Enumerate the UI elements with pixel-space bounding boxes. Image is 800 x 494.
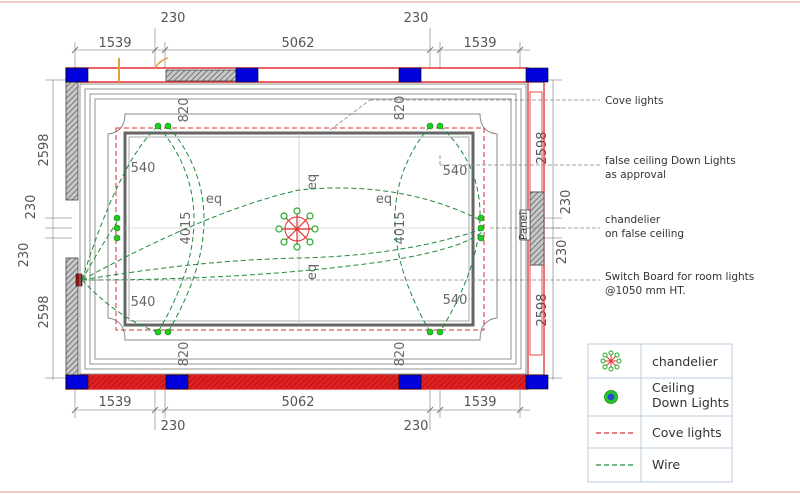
note-leaders <box>82 99 600 281</box>
inner-top-label-right: 820 <box>393 96 408 121</box>
note-chandelier-line1: chandelier <box>605 214 661 226</box>
dim-top-left: 1539 <box>98 36 131 51</box>
down-light-icon <box>426 122 434 130</box>
dim-right-lower: 2598 <box>535 293 550 326</box>
false-ceiling-outlines <box>79 83 527 375</box>
down-light-icon <box>164 328 172 336</box>
dim-bottom-left: 1539 <box>98 395 131 410</box>
dim-top-offset-right: 230 <box>404 11 429 26</box>
dim-bottom-offset-left: 230 <box>161 419 186 434</box>
dimension-ticks <box>71 46 524 414</box>
legend-label-downlights-2: Down Lights <box>652 395 729 410</box>
legend-label-downlights-1: Ceiling <box>652 380 695 395</box>
eq-label-top: eq <box>305 174 320 190</box>
coffer-outline <box>107 113 498 341</box>
note-switchboard-line1: Switch Board for room lights <box>605 271 754 283</box>
legend: chandelier Ceiling Down Lights Cove ligh… <box>587 343 733 483</box>
down-light-icon <box>477 214 485 222</box>
switch-board <box>75 273 83 287</box>
note-switchboard-line2: @1050 mm HT. <box>605 285 686 297</box>
note-downlights-line1: false ceiling Down Lights <box>605 155 736 167</box>
columns <box>65 67 549 390</box>
down-light-icon <box>113 224 121 232</box>
inner-corner-label-br: 540 <box>443 293 468 308</box>
dim-left-offset-a: 230 <box>24 195 39 220</box>
dim-top-right: 1539 <box>463 36 496 51</box>
inner-bottom-label-left: 820 <box>177 342 192 367</box>
down-light-icon <box>436 122 444 130</box>
dim-bottom-right: 1539 <box>463 395 496 410</box>
legend-label-wire: Wire <box>652 457 680 472</box>
dim-left-lower: 2598 <box>37 295 52 328</box>
down-light-icon <box>154 122 162 130</box>
legend-label-chandelier: chandelier <box>652 354 719 369</box>
legend-chandelier-icon <box>600 350 622 372</box>
down-light-icon <box>113 234 121 242</box>
down-light-icon <box>436 328 444 336</box>
note-downlights-line2: as approval <box>605 169 666 181</box>
dim-right-offset-b: 230 <box>555 240 570 265</box>
dim-bottom-offset-right: 230 <box>404 419 429 434</box>
legend-ceiling-down-light-icon <box>604 390 618 404</box>
dim-top-center: 5062 <box>281 36 314 51</box>
eq-label-left: eq <box>206 192 222 207</box>
down-light-icon <box>477 224 485 232</box>
inner-bottom-label-right: 820 <box>393 342 408 367</box>
dim-bottom-center: 5062 <box>281 395 314 410</box>
down-light-icon <box>426 328 434 336</box>
inner-side-label-right: 4015 <box>393 211 408 244</box>
dim-right-offset-a: 230 <box>559 190 574 215</box>
panel-label: Panel <box>518 212 530 240</box>
note-cove-lights: Cove lights <box>605 95 664 107</box>
dim-right-upper: 2598 <box>535 131 550 164</box>
legend-label-cove: Cove lights <box>652 425 722 440</box>
down-light-icon <box>477 234 485 242</box>
down-light-icon <box>113 214 121 222</box>
ceiling-down-lights <box>113 122 485 336</box>
eq-label-bottom: eq <box>305 264 320 280</box>
dim-left-upper: 2598 <box>37 133 52 166</box>
dim-top-offset-left: 230 <box>161 11 186 26</box>
down-light-icon <box>164 122 172 130</box>
note-chandelier-line2: on false ceiling <box>605 228 684 240</box>
electrical-panel <box>519 209 531 241</box>
inner-top-label-left: 820 <box>177 98 192 123</box>
inner-corner-label-tr: 540 <box>443 164 468 179</box>
inner-corner-label-bl: 540 <box>131 295 156 310</box>
inner-corner-label-tl: 540 <box>131 161 156 176</box>
down-light-icon <box>154 328 162 336</box>
dim-left-offset-b: 230 <box>17 243 32 268</box>
chandelier-icon <box>275 207 319 251</box>
eq-label-right: eq <box>376 192 392 207</box>
wiring <box>81 125 483 333</box>
